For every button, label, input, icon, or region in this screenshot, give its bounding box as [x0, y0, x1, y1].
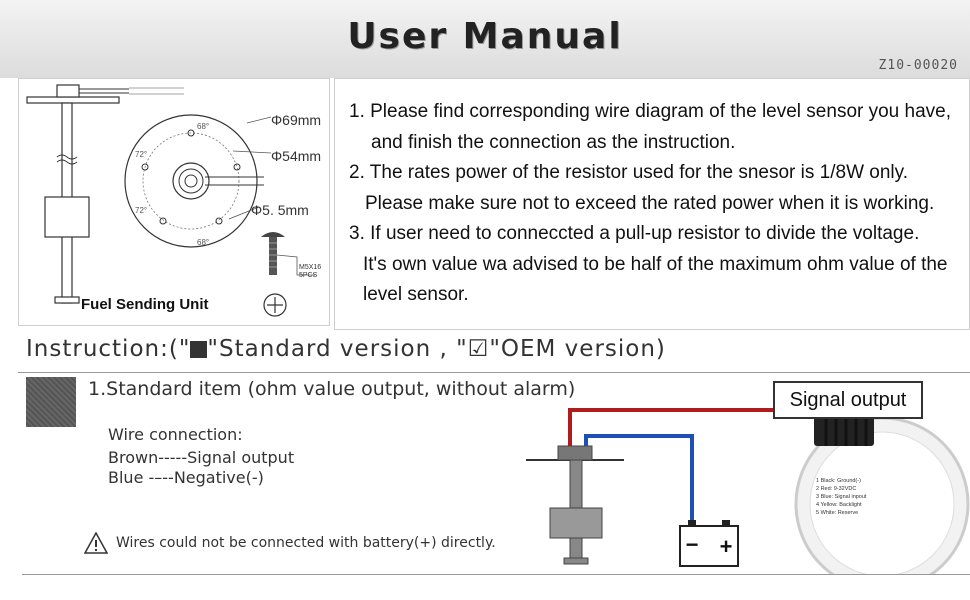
header-banner: User Manual Z10-00020 [0, 0, 970, 78]
screw-head-icon [263, 293, 287, 317]
sensor-drawing: Φ69mm Φ54mm Φ5. 5mm 68° 68° 72° 72° M5X1… [26, 84, 321, 317]
angle-top-label: 68° [197, 122, 209, 131]
screw-qty-label: 5PCS [299, 272, 318, 279]
screw-spec-label: M5X16 [299, 264, 321, 271]
instruction-line-6: It's own value wa advised to be half of … [363, 253, 948, 275]
standard-square-icon [190, 341, 208, 358]
battery-minus-label: − [686, 532, 699, 557]
diameter-69-label: Φ69mm [271, 112, 321, 128]
warning-note: Wires could not be connected with batter… [84, 532, 496, 554]
instruction-line-3: 2. The rates power of the resistor used … [349, 162, 909, 183]
instruction-line-7: level sensor. [363, 284, 469, 305]
oem-check-icon: ☑ [467, 336, 490, 362]
sensor-diagram-panel: Φ69mm Φ54mm Φ5. 5mm 68° 68° 72° 72° M5X1… [18, 78, 330, 326]
wire-blue-label: Blue -–--Negative(-) [108, 468, 264, 487]
angle-right-label: 72° [135, 206, 147, 215]
section-title-part1: Instruction:(" [26, 336, 191, 362]
battery-icon: − + [679, 520, 739, 567]
instruction-line-2: and finish the connection as the instruc… [371, 131, 736, 153]
instruction-line-4: Please make sure not to exceed the rated… [365, 192, 935, 214]
battery-plus-label: + [720, 534, 733, 559]
section-title: Instruction:(" "Standard version , "☑"OEM… [26, 336, 666, 362]
gauge-line-3: 3 Blue: Signal inpout [816, 494, 867, 500]
angle-left-label: 72° [135, 150, 147, 159]
instructions-panel: 1. Please find corresponding wire diagra… [334, 78, 970, 330]
wiring-diagram: − + 1 Black: Ground(-) 2 Red: 9-32VDC 3 … [526, 402, 970, 574]
gauge-line-5: 5 White: Reserve [816, 510, 858, 516]
warning-icon [84, 532, 108, 554]
signal-output-label: Signal output [773, 381, 923, 419]
brown-wire [568, 408, 820, 446]
screw-icon [261, 232, 285, 275]
blue-wire [584, 434, 694, 528]
warning-text: Wires could not be connected with batter… [116, 535, 496, 551]
gauge-line-1: 1 Black: Ground(-) [816, 478, 861, 484]
diameter-54-label: Φ54mm [271, 148, 321, 164]
gauge-line-2: 2 Red: 9-32VDC [816, 486, 856, 492]
product-code: Z10-00020 [878, 58, 958, 73]
gauge-icon: 1 Black: Ground(-) 2 Red: 9-32VDC 3 Blue… [794, 402, 970, 574]
standard-item-swatch [26, 377, 76, 427]
gauge-line-4: 4 Yellow: Backlight [816, 502, 862, 508]
section-title-part3: "OEM version) [489, 336, 666, 362]
section-title-part2: "Standard version , " [207, 336, 468, 362]
fuel-sending-unit-label: Fuel Sending Unit [81, 296, 209, 313]
instruction-line-5: 3. If user need to conneccted a pull-up … [349, 223, 920, 244]
diameter-5-5-label: Φ5. 5mm [251, 202, 309, 218]
standard-item-title: 1.Standard item (ohm value output, witho… [88, 378, 576, 400]
angle-bottom-label: 68° [197, 238, 209, 247]
instruction-line-1: 1. Please find corresponding wire diagra… [349, 101, 952, 122]
bottom-divider [22, 574, 970, 575]
wire-brown-label: Brown-----Signal output [108, 448, 295, 467]
wire-connection-heading: Wire connection: [108, 425, 243, 444]
page-title: User Manual [347, 16, 623, 57]
section-divider [18, 372, 970, 373]
